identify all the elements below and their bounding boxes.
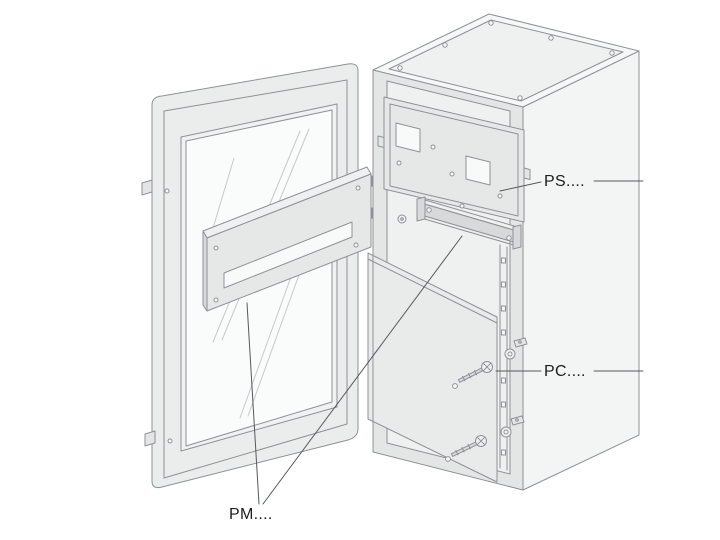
lock-detail <box>164 188 170 194</box>
cabinet-top-lid <box>388 19 624 102</box>
pm-screw-hole <box>213 245 219 251</box>
lid-screw <box>397 65 403 71</box>
lock-detail <box>167 438 173 444</box>
pc-plate-hole <box>445 456 451 462</box>
washer-hole <box>507 351 513 357</box>
pm-screw-hole <box>213 297 219 303</box>
pm-panel-side-edge <box>202 230 208 312</box>
screw-thread <box>462 375 466 382</box>
pm-door-panel <box>202 166 372 312</box>
pilaster-hole <box>501 377 506 384</box>
pilaster-hole <box>501 281 506 288</box>
ps-top-panel <box>377 96 531 223</box>
ps-panel-border <box>389 103 519 217</box>
lid-screw <box>442 42 448 48</box>
lid-screw <box>609 50 615 56</box>
pc-plate-flange <box>367 258 498 324</box>
screw-cross-slot <box>476 436 486 446</box>
screw-cross-slot <box>482 362 492 372</box>
pc-blind-plate <box>367 252 498 483</box>
pilaster-hole <box>501 329 506 336</box>
part-labels: PS.... PC.... PM.... <box>229 173 586 523</box>
ps-cutout <box>465 155 491 186</box>
pc-plate-face <box>367 252 498 483</box>
leader-line-ps <box>499 181 542 192</box>
leader-lines <box>246 180 644 505</box>
ps-hole <box>430 144 436 150</box>
ps-hole <box>459 203 465 209</box>
leader-line-pm-panel <box>246 302 260 505</box>
rail-end-bracket <box>512 224 522 250</box>
door-lock-cam <box>141 179 153 196</box>
reflection-line <box>239 262 297 419</box>
door-inner-frame <box>163 79 348 479</box>
screw-thread <box>467 444 471 450</box>
fasteners <box>450 348 516 457</box>
ps-mounting-tab <box>523 167 531 180</box>
leader-line-pm-rail <box>262 235 463 505</box>
screw-thread <box>468 373 472 379</box>
din-rail <box>416 196 522 250</box>
pc-plate-hole <box>452 383 458 389</box>
label-ps: PS.... <box>544 173 585 190</box>
pm-screw-hole <box>353 242 359 248</box>
ps-hole <box>497 193 503 199</box>
rail-end-bracket <box>416 196 426 222</box>
screw-thread <box>473 370 478 376</box>
hinge-screw-center <box>400 217 404 221</box>
pm-screw-hole <box>355 185 361 191</box>
label-pc: PC.... <box>544 363 586 380</box>
ps-hole <box>449 171 455 177</box>
ps-mounting-tab <box>377 135 385 148</box>
pilaster-hole <box>501 257 506 264</box>
lid-screw <box>548 35 554 41</box>
pm-slot-cutout <box>223 221 353 289</box>
rail-screw <box>506 235 512 241</box>
cabinet-side-face <box>522 50 640 491</box>
pilaster-hole <box>501 305 506 312</box>
rail-screw <box>426 207 432 213</box>
stud-hole <box>518 340 522 344</box>
washer-hole <box>503 429 509 435</box>
rail-lower-edge <box>420 217 518 247</box>
label-pm: PM.... <box>229 506 273 523</box>
pilaster-hole <box>501 449 506 456</box>
door-lock-cam <box>144 430 156 447</box>
ps-cutout <box>395 122 421 153</box>
screw-thread <box>455 449 459 456</box>
pilaster-hole <box>501 401 506 408</box>
lid-screw <box>517 95 523 101</box>
stud-hole <box>515 418 519 422</box>
ps-hole <box>396 160 402 166</box>
screw-thread <box>461 447 465 453</box>
reflection-line <box>247 260 305 417</box>
lid-screw <box>488 20 494 26</box>
